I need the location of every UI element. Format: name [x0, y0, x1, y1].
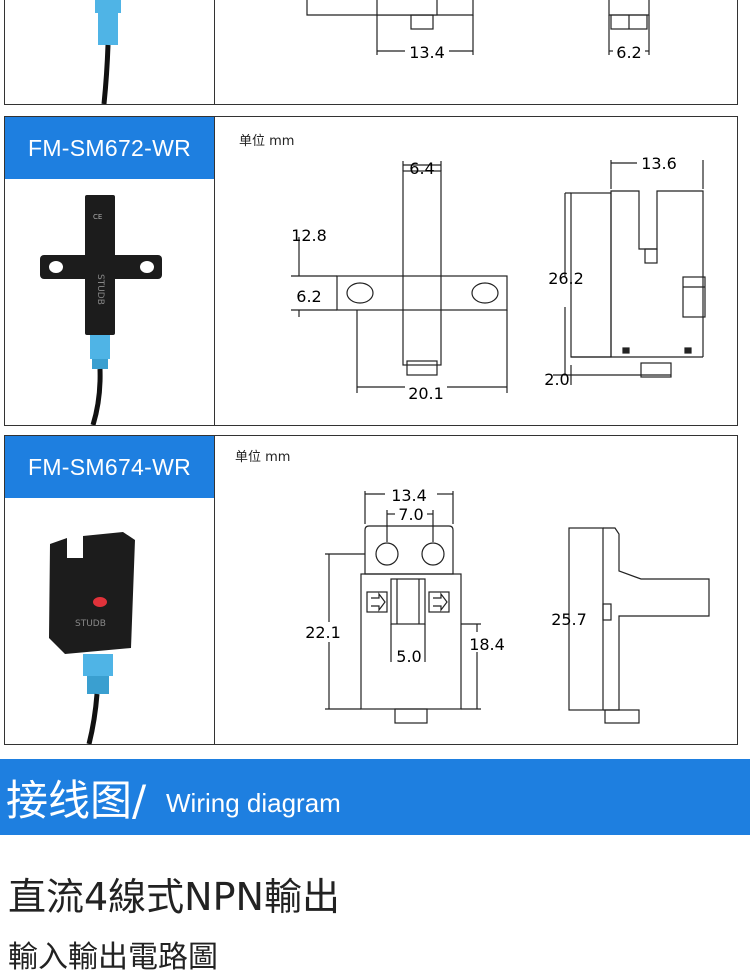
product-photo-cell: FM-SM672-WR CE STUDB [5, 117, 215, 425]
dim-height: 22.1 [305, 623, 341, 642]
unit-label: 单位 mm [235, 450, 291, 465]
sensor-photo [95, 0, 121, 105]
dim-hole-height: 6.2 [296, 287, 321, 306]
section-title-cn: 接线图/ [6, 776, 147, 825]
dim-hole-span: 20.1 [408, 384, 444, 403]
model-title: FM-SM672-WR [5, 117, 214, 179]
product-photo-cell: FM-SM674-WR STUDB [5, 436, 215, 744]
model-title: FM-SM674-WR [5, 436, 214, 498]
dimension-drawing-sm672: 6.4 12.8 6.2 20.1 13.6 26.2 2.0 [291, 154, 706, 403]
section-title-en: Wiring diagram [166, 788, 341, 818]
dim-side-label: 6.2 [616, 43, 641, 62]
sensor-photo: STUDB [49, 532, 135, 744]
dimension-drawing-sm674: 13.4 7.0 22.1 5.0 18.4 25.7 [305, 486, 710, 724]
dimension-drawing-1: 13.4 6.2 [306, 0, 650, 62]
dim-side-height: 26.2 [548, 269, 584, 288]
svg-text:STUDB: STUDB [95, 274, 105, 305]
dim-side-height: 25.7 [551, 610, 587, 629]
product-card-sm672: FM-SM672-WR CE STUDB 单位 mm [4, 116, 738, 426]
product-photo-cell [5, 0, 215, 105]
dim-hole-pitch: 7.0 [398, 505, 423, 524]
unit-label: 单位 mm [239, 134, 295, 149]
dim-slot: 5.0 [396, 647, 421, 666]
svg-text:STUDB: STUDB [75, 619, 106, 629]
dim-width-label: 13.4 [409, 43, 445, 62]
output-type-heading: 直流4線式NPN輸出 [8, 875, 340, 919]
product-card-sm674: FM-SM674-WR STUDB 单位 mm [4, 435, 738, 745]
dim-height: 12.8 [291, 226, 327, 245]
sensor-photo: CE STUDB [40, 195, 162, 425]
dim-inner-height: 18.4 [469, 635, 505, 654]
circuit-subheading: 輸入輸出電路圖 [8, 940, 218, 975]
dim-top-width: 6.4 [409, 159, 434, 178]
section-banner: 接线图/ Wiring diagram [0, 759, 750, 835]
svg-text:CE: CE [93, 213, 102, 221]
product-card-partial: 13.4 6.2 [4, 0, 738, 105]
dim-base: 2.0 [544, 370, 569, 389]
dim-side-width: 13.6 [641, 154, 677, 173]
dim-outer-width: 13.4 [391, 486, 427, 505]
